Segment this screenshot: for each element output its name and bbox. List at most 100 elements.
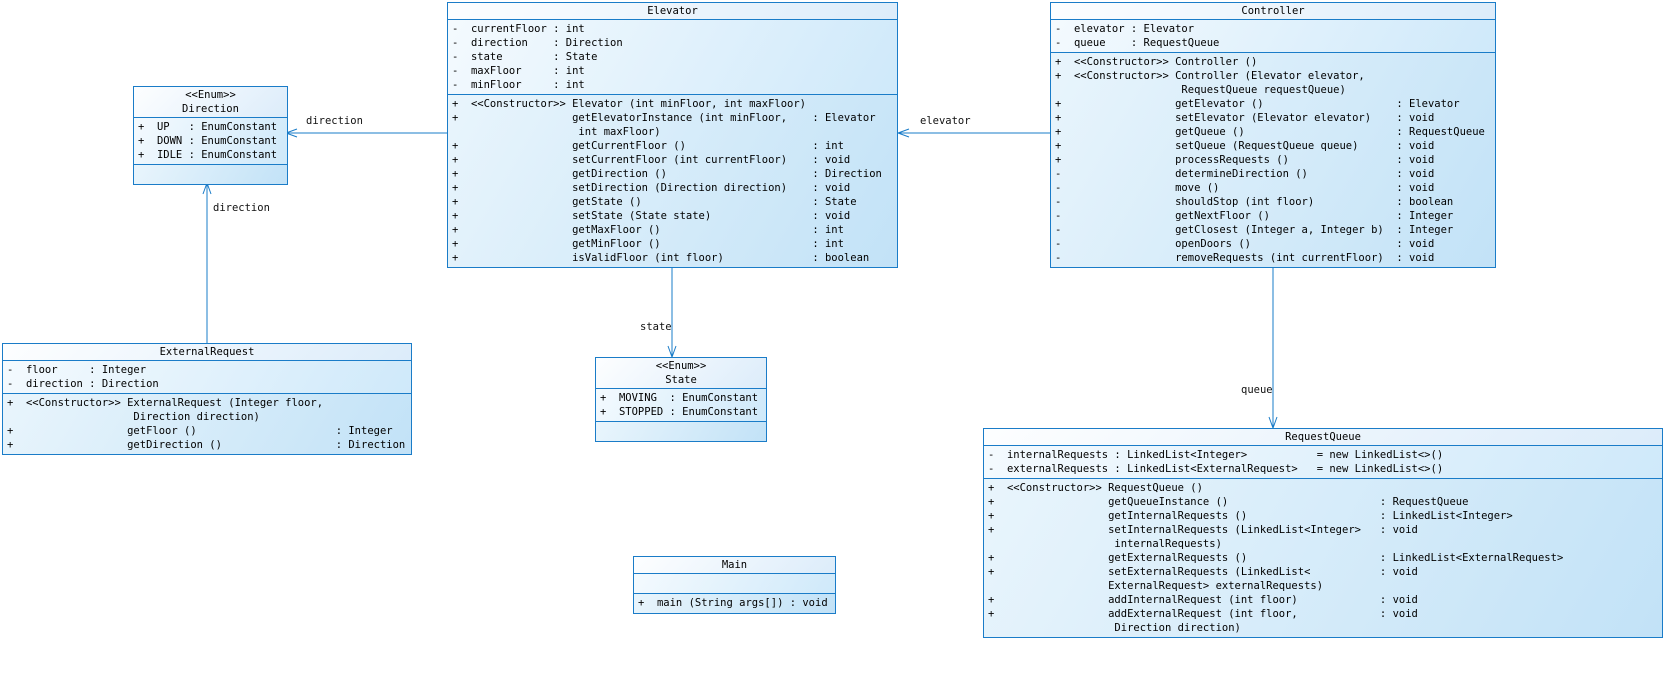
method-row: + getQueue () : RequestQueue [1055,126,1485,138]
method-row: + getCurrentFloor () : int [452,140,844,152]
method-row: Direction direction) [7,411,260,423]
method-row: internalRequests) [988,538,1222,550]
method-row: + <<Constructor>> Controller (Elevator e… [1055,70,1365,82]
class-title-controller: Controller [1051,3,1495,19]
attributes-compartment-main [634,573,835,593]
association-label-elevator-direction: direction [306,115,363,127]
association-label-controller-elevator: elevator [920,115,971,127]
attribute-row: - state : State [452,51,598,63]
attribute-row: + MOVING : EnumConstant [600,392,759,404]
attribute-row: + UP : EnumConstant [138,121,278,133]
method-row: + setQueue (RequestQueue queue) : void [1055,140,1435,152]
method-row: - removeRequests (int currentFloor) : vo… [1055,252,1435,264]
method-row: + getMaxFloor () : int [452,224,844,236]
method-row: + getExternalRequests () : LinkedList<Ex… [988,552,1564,564]
attribute-row: + DOWN : EnumConstant [138,135,278,147]
method-row: + <<Constructor>> ExternalRequest (Integ… [7,397,324,409]
method-row: - getNextFloor () : Integer [1055,210,1454,222]
method-row: - determineDirection () : void [1055,168,1435,180]
association-elevator-state[interactable] [667,263,677,359]
class-controller[interactable]: Controller - elevator : Elevator - queue :… [1050,2,1496,268]
attribute-row: - currentFloor : int [452,23,585,35]
methods-compartment-direction [134,164,287,184]
stereotype: <<Enum>> [185,89,236,101]
association-controller-requestqueue[interactable] [1268,263,1278,430]
attribute-row: + IDLE : EnumConstant [138,149,278,161]
class-name: RequestQueue [1285,431,1361,443]
method-row: + setDirection (Direction direction) : v… [452,182,851,194]
attribute-row: - minFloor : int [452,79,585,91]
method-row: - openDoors () : void [1055,238,1435,250]
method-row: + processRequests () : void [1055,154,1435,166]
method-row: + setState (State state) : void [452,210,851,222]
attribute-row: - queue : RequestQueue [1055,37,1220,49]
association-controller-elevator[interactable] [896,128,1050,138]
method-row: + setCurrentFloor (int currentFloor) : v… [452,154,851,166]
method-row: ExternalRequest> externalRequests) [988,580,1324,592]
method-row: + isValidFloor (int floor) : boolean [452,252,870,264]
association-label-elevator-state: state [640,321,672,333]
association-label-externalrequest-direction: direction [213,202,270,214]
methods-compartment-controller: + <<Constructor>> Controller () + <<Const… [1051,52,1495,267]
method-row: + setElevator (Elevator elevator) : void [1055,112,1435,124]
class-name: Elevator [647,5,698,17]
method-row: + getQueueInstance () : RequestQueue [988,496,1469,508]
stereotype: <<Enum>> [655,360,707,372]
class-external-request[interactable]: ExternalRequest - floor : Integer - direct… [2,343,412,455]
method-row: + main (String args[]) : void [638,597,828,609]
class-name: ExternalRequest [159,346,255,358]
attribute-row: - externalRequests : LinkedList<External… [988,463,1444,475]
attributes-compartment-elevator: - currentFloor : int - direction : Direct… [448,19,897,94]
attributes-compartment-external-request: - floor : Integer - direction : Direction [3,360,411,393]
attribute-row: + STOPPED : EnumConstant [600,406,759,418]
association-externalrequest-direction[interactable] [202,181,212,343]
class-main[interactable]: Main + main (String args[]) : void [633,556,836,614]
class-title-external-request: ExternalRequest [3,344,411,360]
class-name: Controller [1241,5,1305,17]
class-direction[interactable]: <<Enum>> Direction + UP : EnumConstant + DO… [133,86,288,185]
association-elevator-direction[interactable] [284,128,447,138]
method-row: + setExternalRequests (LinkedList< : voi… [988,566,1418,578]
method-row: + <<Constructor>> Elevator (int minFloor… [452,98,807,110]
class-request-queue[interactable]: RequestQueue - internalRequests : LinkedL… [983,428,1663,638]
method-row: - move () : void [1055,182,1435,194]
attributes-compartment-request-queue: - internalRequests : LinkedList<Integer>… [984,445,1662,478]
class-name: Direction [182,103,239,115]
association-label-controller-requestqueue: queue [1241,384,1273,396]
method-row: Direction direction) [988,622,1241,634]
methods-compartment-state [596,421,766,441]
method-row: + getFloor () : Integer [7,425,393,437]
method-row: + setInternalRequests (LinkedList<Intege… [988,524,1418,536]
class-title-request-queue: RequestQueue [984,429,1662,445]
attributes-compartment-controller: - elevator : Elevator - queue : RequestQu… [1051,19,1495,52]
method-row: + addExternalRequest (int floor, : void [988,608,1418,620]
class-name: State [665,374,697,386]
attribute-row: - direction : Direction [7,378,159,390]
method-row: + <<Constructor>> Controller () [1055,56,1258,68]
attribute-row: - direction : Direction [452,37,623,49]
method-row: + getMinFloor () : int [452,238,844,250]
attribute-row: - elevator : Elevator [1055,23,1195,35]
method-row: + getDirection () : Direction [7,439,406,451]
method-row: + addInternalRequest (int floor) : void [988,594,1418,606]
method-row: - getClosest (Integer a, Integer b) : In… [1055,224,1454,236]
method-row: + <<Constructor>> RequestQueue () [988,482,1203,494]
class-elevator[interactable]: Elevator - currentFloor : int - direction … [447,2,898,268]
method-row: + getElevatorInstance (int minFloor, : E… [452,112,876,124]
methods-compartment-request-queue: + <<Constructor>> RequestQueue () + getQu… [984,478,1662,637]
method-row: int maxFloor) [452,126,661,138]
methods-compartment-external-request: + <<Constructor>> ExternalRequest (Integ… [3,393,411,454]
method-row: + getElevator () : Elevator [1055,98,1460,110]
class-title-state: <<Enum>> State [596,358,766,388]
method-row: RequestQueue requestQueue) [1055,84,1346,96]
class-name: Main [721,559,748,571]
class-title-direction: <<Enum>> Direction [134,87,287,117]
method-row: + getState () : State [452,196,857,208]
class-state[interactable]: <<Enum>> State + MOVING : EnumConstant + ST… [595,357,767,442]
class-title-elevator: Elevator [448,3,897,19]
attributes-compartment-direction: + UP : EnumConstant + DOWN : EnumConstant… [134,117,287,164]
attribute-row: - floor : Integer [7,364,147,376]
attribute-row: - internalRequests : LinkedList<Integer>… [988,449,1444,461]
method-row: + getInternalRequests () : LinkedList<In… [988,510,1513,522]
